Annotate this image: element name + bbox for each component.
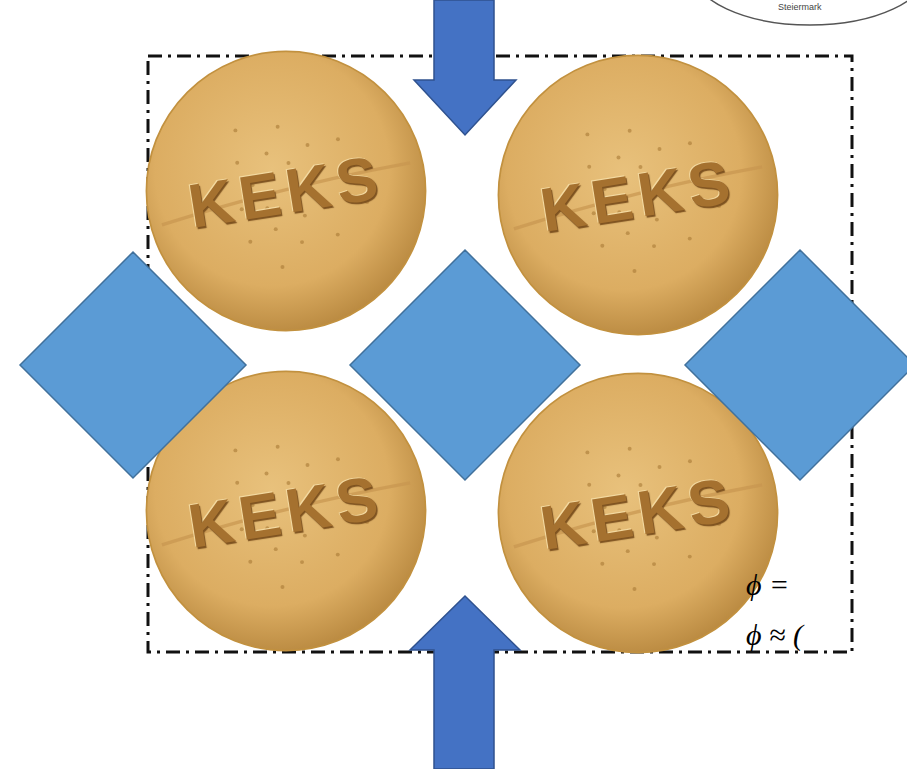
cookie-dot [281, 265, 285, 269]
cookie-dot [585, 450, 589, 454]
blue-diamond [350, 250, 580, 480]
cookie-stamp: KEKS [477, 34, 800, 357]
cookie-dot [628, 447, 632, 451]
cookie-dot [300, 240, 304, 244]
cookie-dot [585, 132, 589, 136]
cookie-dot [688, 141, 692, 145]
cookie-node: KEKS [497, 372, 779, 654]
cookie-stamp: KEKS [125, 350, 448, 673]
cookie-dot [281, 585, 285, 589]
cookie-dot [276, 445, 280, 449]
cookie-dot [336, 137, 340, 141]
pressure-arrow [414, 0, 516, 135]
cookie-dot [233, 128, 237, 132]
cookie-stamp: KEKS [125, 30, 448, 353]
cookie-dot [633, 587, 637, 591]
logo-outline [692, 0, 907, 25]
cookie-dot [233, 448, 237, 452]
cookie-node: KEKS [145, 50, 427, 332]
cookie-dot [300, 560, 304, 564]
pressure-arrow [410, 596, 520, 769]
cookie-node: KEKS [497, 54, 779, 336]
cookie-dot [652, 244, 656, 248]
cookie-stamp: KEKS [477, 352, 800, 675]
formula-text: ϕ = [746, 568, 789, 602]
formula-text: ϕ ≈ ( [746, 618, 803, 652]
blue-diamond [20, 252, 246, 478]
cookie-node: KEKS [145, 370, 427, 652]
cookie-dot [688, 459, 692, 463]
cookie-dot [276, 125, 280, 129]
cookie-dot [628, 129, 632, 133]
blue-diamond [685, 250, 907, 480]
logo-text: Steiermark [778, 2, 822, 12]
cookie-dot [336, 457, 340, 461]
cookie-dot [633, 269, 637, 273]
cookie-dot [652, 562, 656, 566]
